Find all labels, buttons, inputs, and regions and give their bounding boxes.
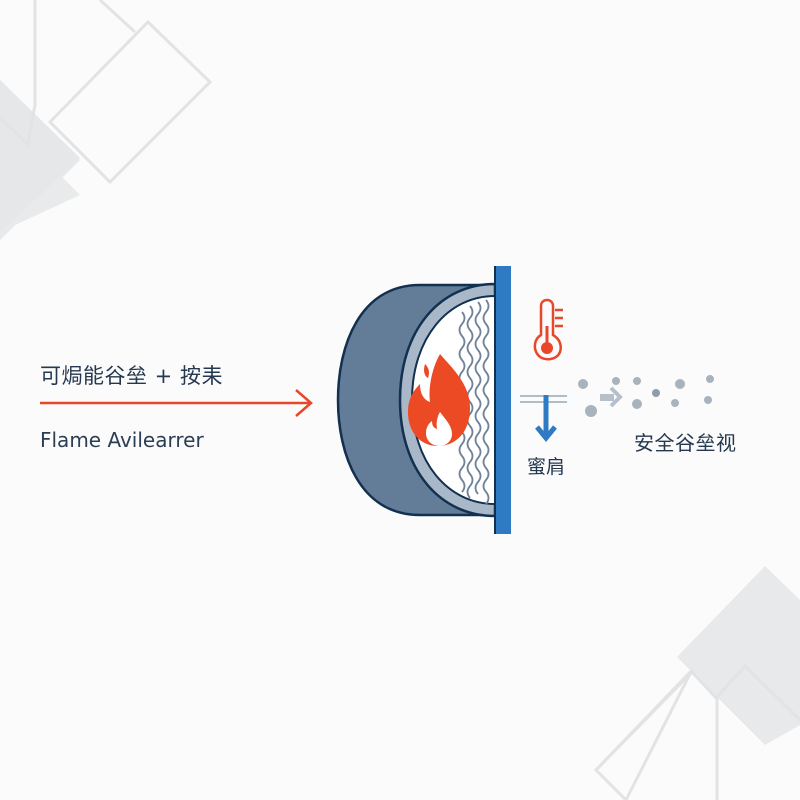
input-arrow (40, 389, 313, 417)
decorative-shapes-bottom-right (593, 566, 800, 800)
cool-side-label: 蜜肩 (527, 456, 566, 478)
decorative-shapes-top-left (0, 0, 213, 240)
flame-icon (408, 354, 470, 446)
arrow-right-icon (600, 386, 623, 408)
flame-arrester-label: Flame Avilearrer (40, 428, 204, 452)
fire-source-label: 可焗能谷垒 + 按耒 (40, 364, 223, 388)
cool-side-indicator (520, 395, 567, 442)
safe-side-label: 安全谷垒视 (634, 431, 737, 455)
thermometer-icon (533, 298, 563, 361)
particles-icon (578, 375, 714, 417)
fire-collar-pipe (336, 282, 497, 518)
arrow-down-icon (535, 395, 557, 442)
wall-barrier (495, 266, 511, 534)
